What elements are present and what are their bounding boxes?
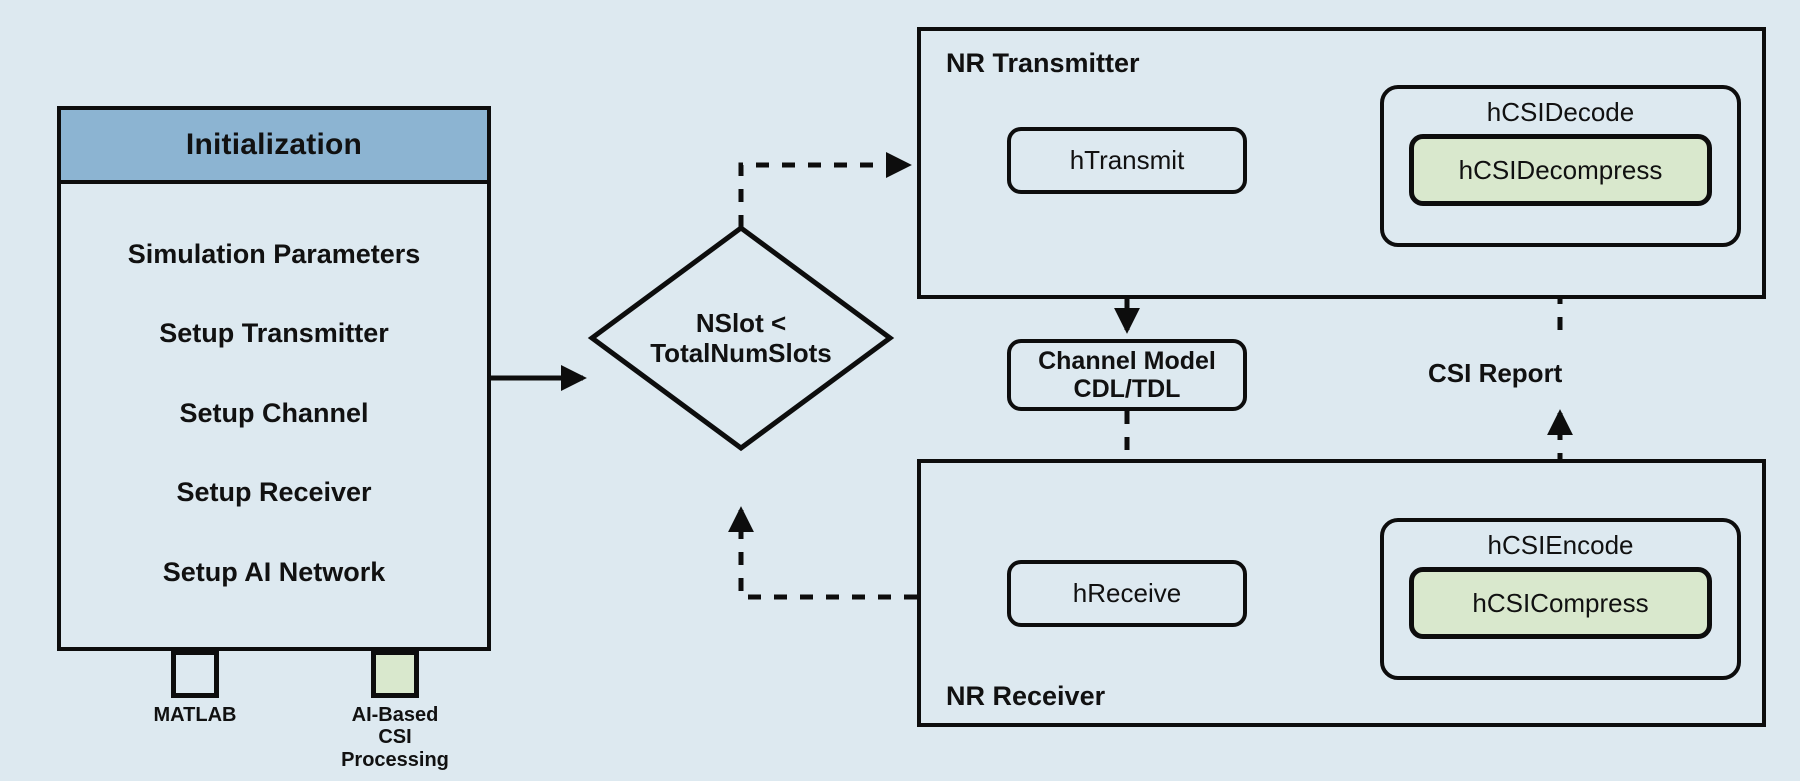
channel-model-node: Channel Model CDL/TDL [1007, 339, 1247, 411]
legend-swatch-matlab [171, 650, 219, 698]
legend-entry-ai: AI-Based CSI Processing [330, 650, 460, 771]
hreceive-node: hReceive [1007, 560, 1247, 627]
page-title: Initialization [61, 110, 487, 184]
nr-transmitter-title: NR Transmitter [946, 48, 1140, 78]
decision-node: NSlot < TotalNumSlots [592, 228, 890, 448]
hcsiencode-group: hCSIEncode hCSICompress [1380, 518, 1741, 680]
legend-entry-matlab: MATLAB [130, 650, 260, 771]
edge-decision-to-transmitter [738, 152, 912, 228]
csi-report-edge-label: CSI Report [1428, 358, 1563, 388]
edge-receiver-to-decision [728, 506, 917, 600]
decision-node-label: NSlot < TotalNumSlots [650, 307, 832, 368]
legend-swatch-ai [371, 650, 419, 698]
list-item: Setup AI Network [162, 556, 386, 587]
hcsidecompress-node: hCSIDecompress [1409, 134, 1712, 206]
legend-label: AI-Based CSI Processing [341, 704, 449, 771]
legend-label: MATLAB [153, 704, 237, 726]
hcsidecode-group: hCSIDecode hCSIDecompress [1380, 85, 1741, 247]
list-item: Setup Channel [179, 397, 369, 428]
list-item: Setup Transmitter [159, 318, 389, 349]
nr-receiver-title: NR Receiver [946, 681, 1106, 711]
hcsidecode-title: hCSIDecode [1486, 97, 1635, 127]
htransmit-node: hTransmit [1007, 127, 1247, 194]
hcsicompress-node: hCSICompress [1409, 567, 1712, 639]
list-item: Simulation Parameters [127, 238, 421, 269]
legend: MATLAB AI-Based CSI Processing [130, 650, 460, 771]
initialization-step-list: Simulation Parameters Setup Transmitter … [61, 184, 487, 647]
hcsiencode-title: hCSIEncode [1487, 530, 1634, 560]
list-item: Setup Receiver [176, 477, 372, 508]
initialization-panel: Initialization Simulation Parameters Set… [57, 106, 491, 651]
